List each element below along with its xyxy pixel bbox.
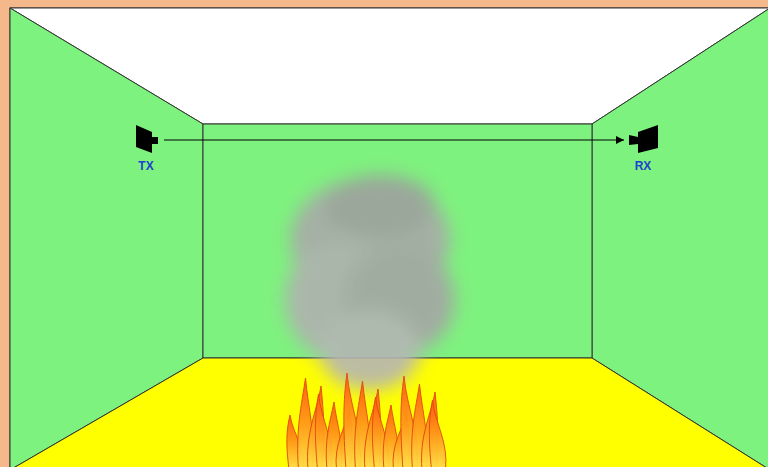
device-body: [136, 125, 152, 153]
smoke-puff: [325, 175, 435, 235]
fire: [287, 373, 446, 467]
device-icon: [128, 122, 164, 158]
transceiver-unit: RX: [624, 122, 662, 173]
beam-line: [164, 139, 624, 140]
device-label: RX: [635, 159, 652, 173]
flame: [429, 400, 446, 467]
frame: [10, 8, 768, 467]
device-body: [638, 125, 658, 153]
device-lens: [629, 135, 638, 145]
transceiver-unit: TX: [128, 122, 164, 173]
device-icon: [624, 122, 662, 158]
smoke-puff: [320, 310, 420, 390]
device-lens: [152, 137, 158, 144]
device-label: TX: [138, 159, 153, 173]
smoke-cloud: [285, 175, 455, 390]
